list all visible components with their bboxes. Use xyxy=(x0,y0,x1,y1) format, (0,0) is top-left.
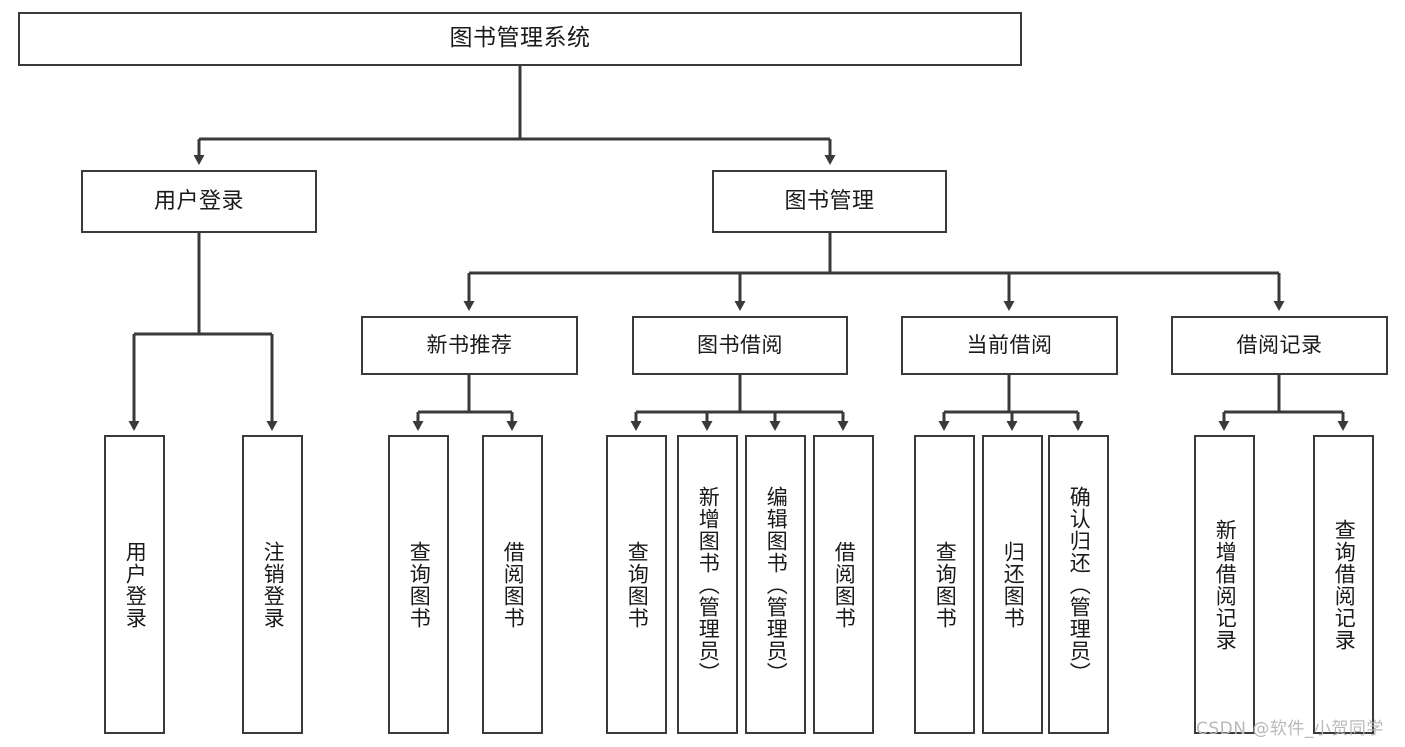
node-leaf-return-book[interactable]: 归还图书 xyxy=(982,435,1043,734)
node-leaf-user-logout[interactable]: 注销登录 xyxy=(242,435,303,734)
node-leaf-borrow-book-2-label: 借阅图书 xyxy=(832,540,857,629)
node-leaf-user-login-label: 用户登录 xyxy=(123,540,148,629)
node-leaf-user-login[interactable]: 用户登录 xyxy=(104,435,165,734)
node-leaf-confirm-return-label: 确认归还（管理员） xyxy=(1067,485,1092,684)
node-leaf-edit-book-label: 编辑图书（管理员） xyxy=(764,485,789,684)
node-leaf-confirm-return[interactable]: 确认归还（管理员） xyxy=(1048,435,1109,734)
node-leaf-query-book-1-label: 查询图书 xyxy=(407,540,432,629)
node-user-login-label: 用户登录 xyxy=(153,188,244,214)
node-leaf-query-book-2[interactable]: 查询图书 xyxy=(606,435,667,734)
node-new-book-recommend-label: 新书推荐 xyxy=(426,333,513,358)
node-leaf-borrow-book-2[interactable]: 借阅图书 xyxy=(813,435,874,734)
node-leaf-user-logout-label: 注销登录 xyxy=(261,540,286,629)
node-leaf-add-record-label: 新增借阅记录 xyxy=(1213,518,1238,651)
node-leaf-add-book[interactable]: 新增图书（管理员） xyxy=(677,435,738,734)
node-book-manage-label: 图书管理 xyxy=(784,188,875,214)
node-leaf-query-book-3[interactable]: 查询图书 xyxy=(914,435,975,734)
node-leaf-borrow-book-1[interactable]: 借阅图书 xyxy=(482,435,543,734)
node-leaf-return-book-label: 归还图书 xyxy=(1001,540,1026,629)
node-leaf-add-book-label: 新增图书（管理员） xyxy=(696,485,721,684)
node-leaf-query-book-3-label: 查询图书 xyxy=(933,540,958,629)
node-borrow-record-label: 借阅记录 xyxy=(1236,333,1323,358)
node-leaf-edit-book[interactable]: 编辑图书（管理员） xyxy=(745,435,806,734)
node-leaf-borrow-book-1-label: 借阅图书 xyxy=(501,540,526,629)
node-root[interactable]: 图书管理系统 xyxy=(18,12,1022,66)
node-book-borrow-label: 图书借阅 xyxy=(697,333,783,358)
node-leaf-add-record[interactable]: 新增借阅记录 xyxy=(1194,435,1255,734)
node-leaf-query-book-1[interactable]: 查询图书 xyxy=(388,435,449,734)
node-book-borrow[interactable]: 图书借阅 xyxy=(632,316,848,375)
node-leaf-query-record-label: 查询借阅记录 xyxy=(1332,518,1357,651)
node-current-borrow-label: 当前借阅 xyxy=(966,333,1053,358)
node-new-book-recommend[interactable]: 新书推荐 xyxy=(361,316,578,375)
node-borrow-record[interactable]: 借阅记录 xyxy=(1171,316,1388,375)
node-current-borrow[interactable]: 当前借阅 xyxy=(901,316,1118,375)
node-book-manage[interactable]: 图书管理 xyxy=(712,170,947,233)
node-user-login[interactable]: 用户登录 xyxy=(81,170,317,233)
node-leaf-query-record[interactable]: 查询借阅记录 xyxy=(1313,435,1374,734)
node-leaf-query-book-2-label: 查询图书 xyxy=(625,540,650,629)
node-root-label: 图书管理系统 xyxy=(449,25,591,52)
